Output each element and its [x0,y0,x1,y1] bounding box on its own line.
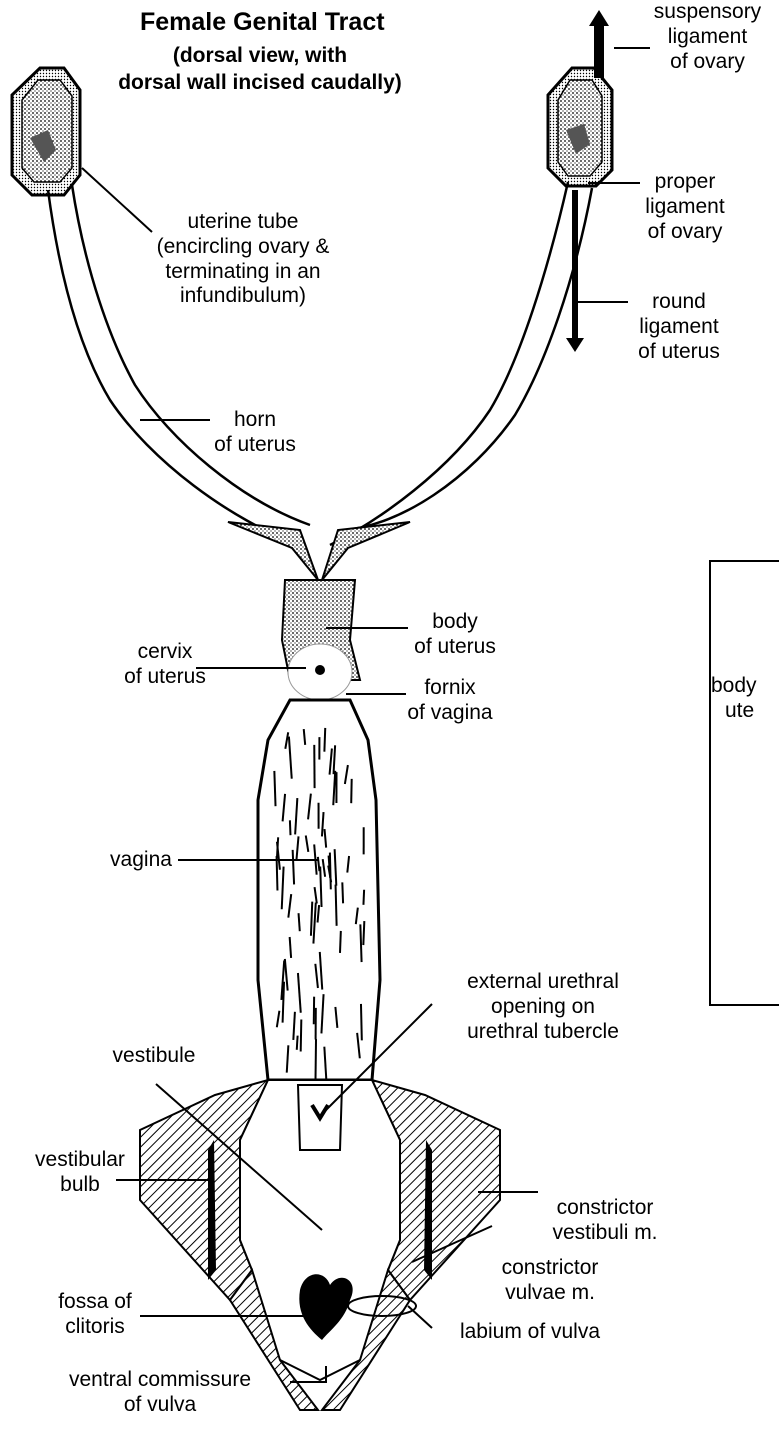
round-ligament-arrow [566,190,584,352]
vaginal-fold [324,728,325,752]
vaginal-fold [336,885,337,926]
left-ovary [12,68,80,195]
inset-label-line-1: body [711,674,757,699]
inset-label-line-2: ute [725,699,754,724]
subtitle-line-2: dorsal wall incised caudally) [90,70,430,96]
right-ovary [548,68,612,186]
vaginal-fold [299,913,300,931]
vaginal-fold [360,924,361,962]
vaginal-fold [361,1004,362,1040]
vaginal-fold [342,882,343,903]
label-labium-of-vulva: labium of vulva [430,1320,630,1345]
vaginal-fold [311,902,312,936]
page-title: Female Genital Tract [140,8,380,36]
vestibule-region [140,1080,500,1410]
vaginal-fold [363,921,364,945]
label-uterine-tube: uterine tube(encircling ovary &terminati… [108,210,378,309]
vaginal-fold [277,856,278,890]
vaginal-fold [290,820,291,835]
vaginal-fold [274,771,275,806]
subtitle-line-1: (dorsal view, with [110,43,410,69]
label-vestibule: vestibule [94,1044,214,1069]
vaginal-fold [301,1020,302,1052]
inset-panel: body ute [709,560,779,1006]
vaginal-fold [297,1036,298,1050]
vaginal-fold [320,867,321,907]
vaginal-fold [316,1039,317,1080]
vaginal-fold [293,850,294,885]
label-vagina: vagina [96,848,186,873]
vaginal-fold [340,931,341,953]
cervix [288,644,352,700]
vaginal-fold [363,890,364,905]
vagina-body [258,700,380,1080]
